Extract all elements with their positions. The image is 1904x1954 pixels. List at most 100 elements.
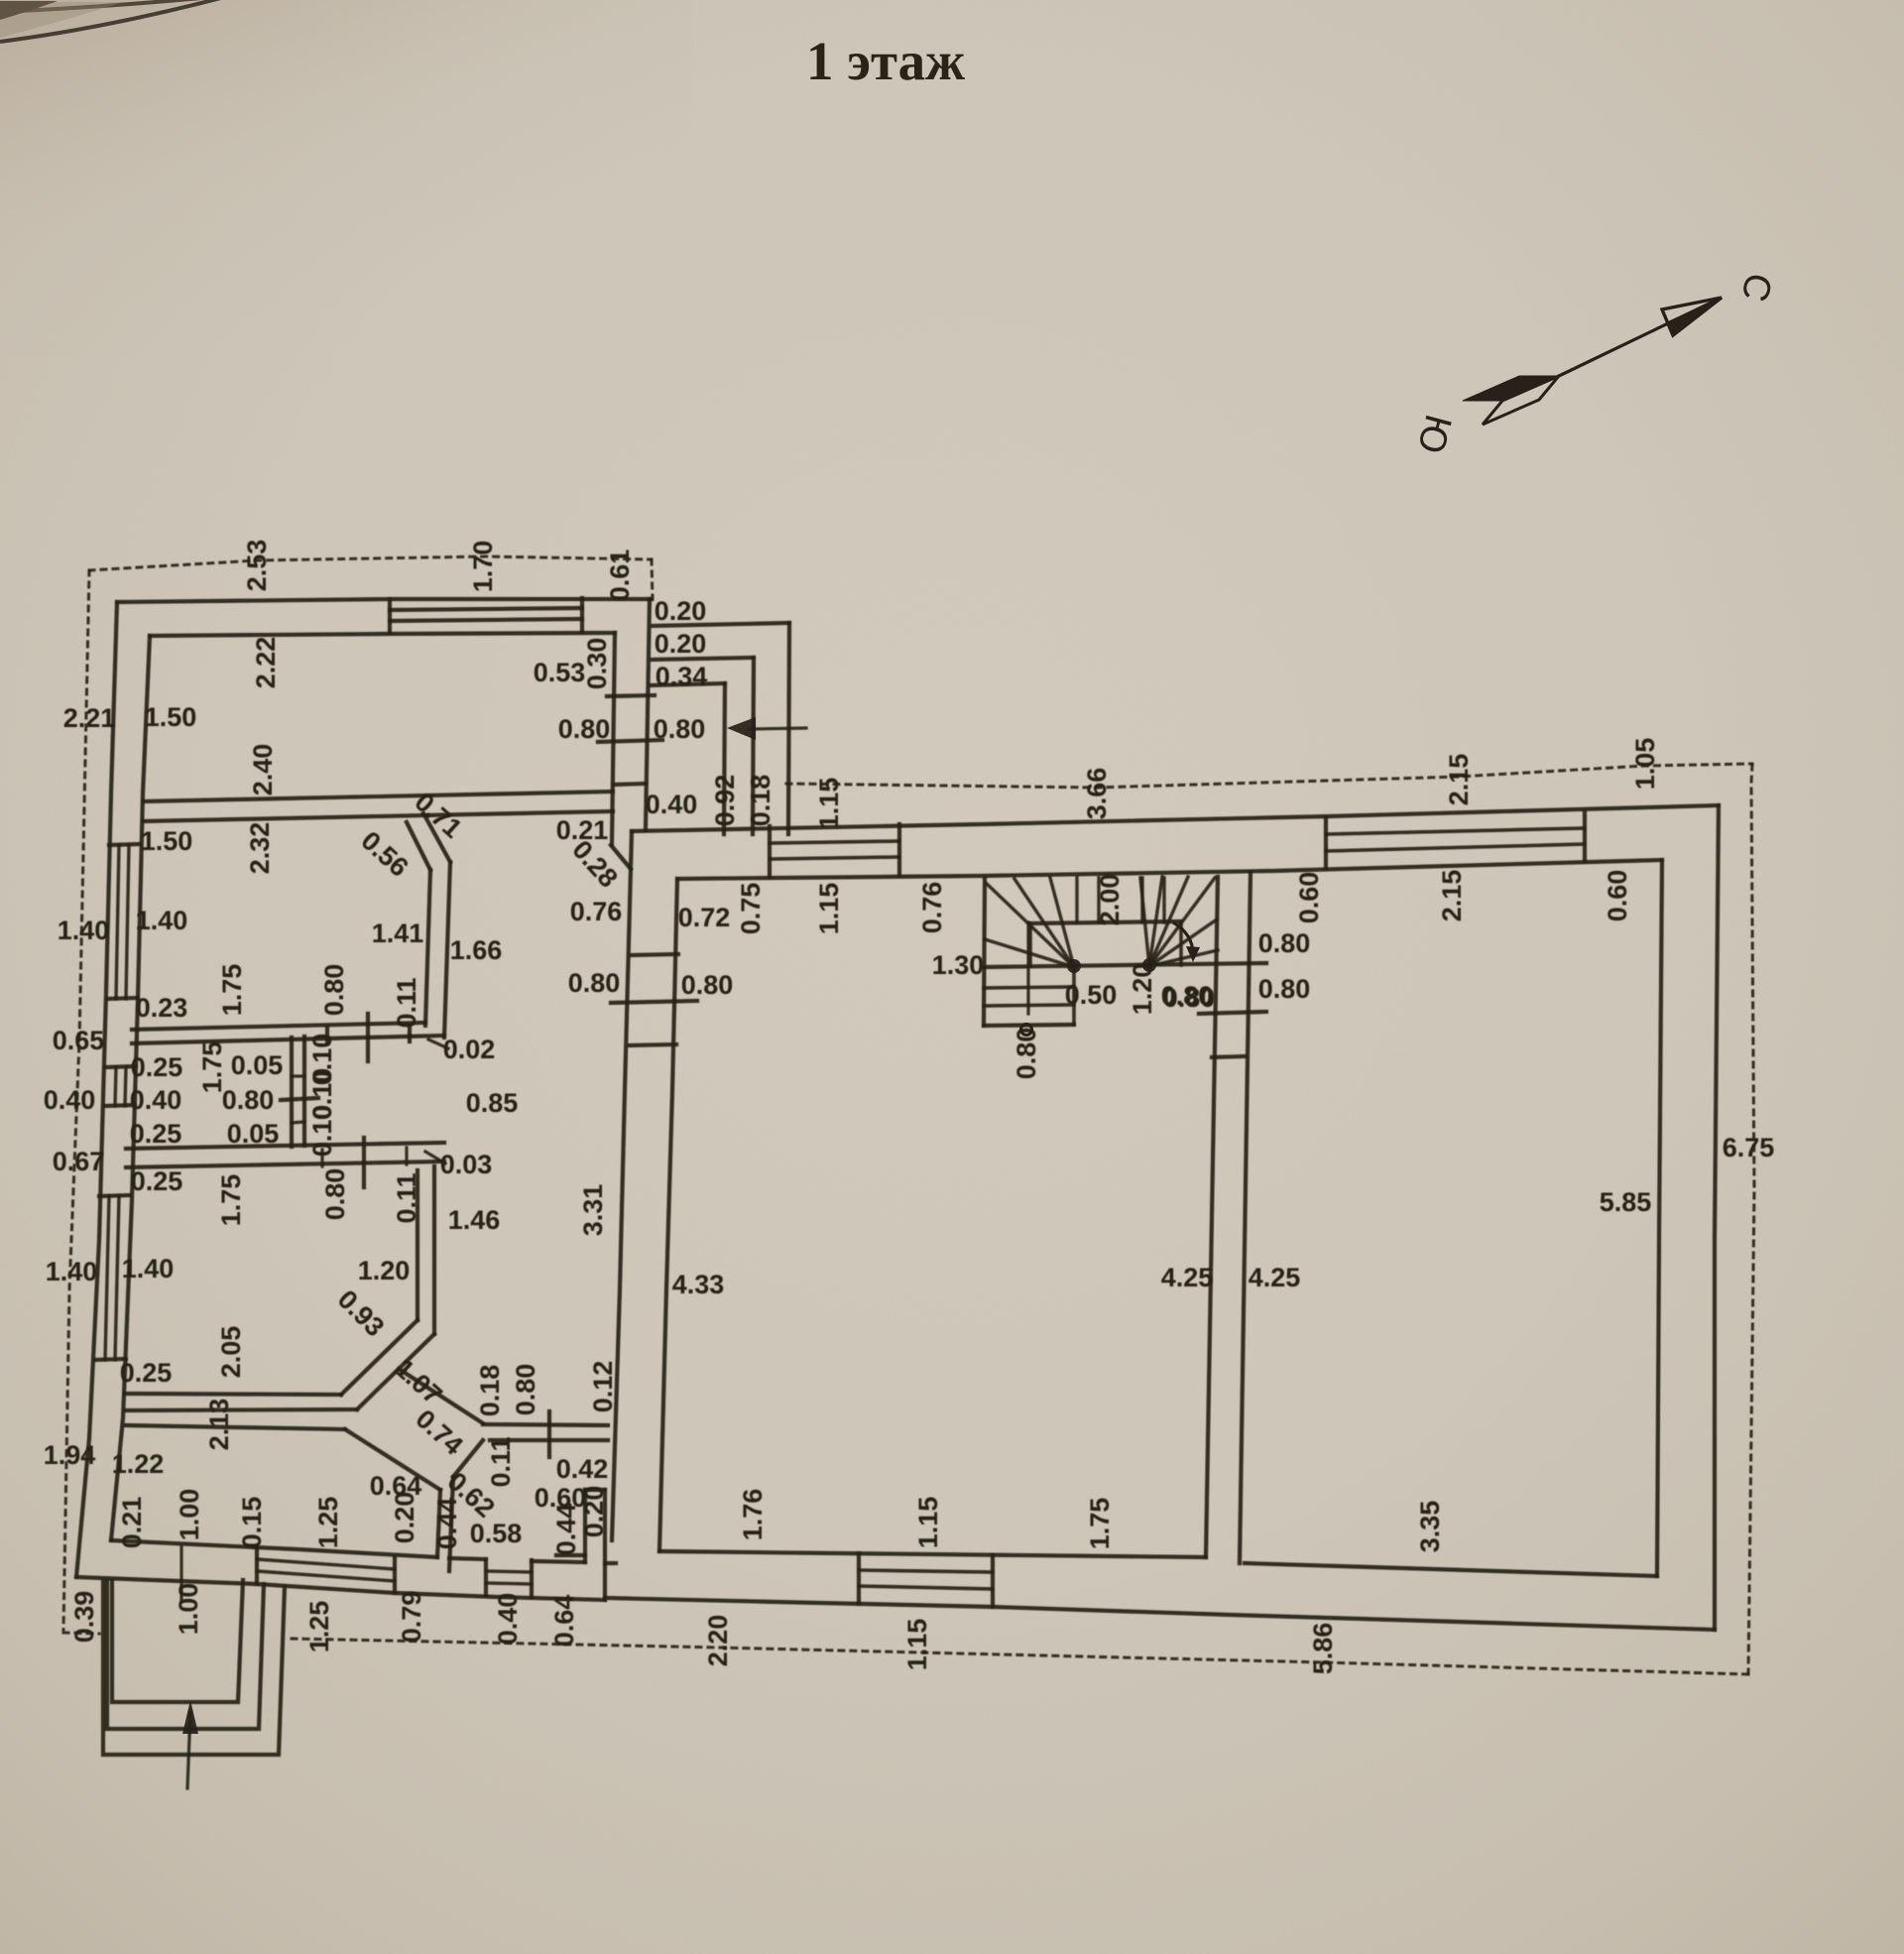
svg-text:1.15: 1.15 — [913, 1497, 943, 1549]
svg-text:0.40: 0.40 — [130, 1085, 182, 1115]
svg-text:2.13: 2.13 — [204, 1399, 234, 1451]
svg-text:0.11: 0.11 — [486, 1436, 516, 1487]
svg-text:2.00: 2.00 — [1095, 874, 1125, 926]
svg-text:0.25: 0.25 — [120, 1358, 173, 1388]
svg-text:0.64: 0.64 — [370, 1471, 422, 1501]
svg-text:0.30: 0.30 — [582, 638, 612, 690]
svg-text:0.92: 0.92 — [710, 775, 740, 827]
svg-text:0.80: 0.80 — [320, 1168, 350, 1221]
svg-text:0.80: 0.80 — [222, 1085, 275, 1115]
svg-text:0.40: 0.40 — [493, 1593, 523, 1646]
svg-text:0.21: 0.21 — [117, 1497, 147, 1549]
svg-text:0.10: 0.10 — [307, 1068, 337, 1121]
svg-text:0.50: 0.50 — [1065, 980, 1118, 1010]
svg-text:0.02: 0.02 — [443, 1035, 496, 1064]
svg-text:1.22: 1.22 — [112, 1449, 165, 1479]
svg-text:0.80: 0.80 — [1161, 981, 1214, 1011]
svg-text:0.60: 0.60 — [535, 1483, 587, 1513]
svg-text:0.80: 0.80 — [1012, 1028, 1041, 1080]
svg-text:0.72: 0.72 — [678, 903, 731, 932]
svg-text:1.75: 1.75 — [197, 1041, 227, 1094]
svg-text:1.40: 1.40 — [136, 906, 188, 935]
svg-text:0.21: 0.21 — [556, 815, 609, 845]
svg-text:0.80: 0.80 — [511, 1364, 540, 1416]
svg-text:0.42: 0.42 — [556, 1454, 609, 1484]
svg-text:3.31: 3.31 — [578, 1184, 608, 1237]
svg-text:2.40: 2.40 — [248, 744, 278, 796]
svg-text:0.11: 0.11 — [392, 1172, 421, 1223]
svg-text:1 этаж: 1 этаж — [806, 31, 965, 91]
svg-text:0.65: 0.65 — [53, 1026, 105, 1055]
svg-text:1.75: 1.75 — [216, 1174, 246, 1227]
svg-text:0.58: 0.58 — [470, 1519, 523, 1548]
svg-text:1.20: 1.20 — [358, 1256, 411, 1285]
svg-text:4.25: 4.25 — [1161, 1263, 1214, 1292]
svg-text:0.75: 0.75 — [736, 883, 766, 935]
svg-text:6.75: 6.75 — [1723, 1133, 1775, 1162]
svg-text:0.80: 0.80 — [1258, 974, 1311, 1004]
svg-text:0.85: 0.85 — [466, 1088, 519, 1118]
svg-text:2.32: 2.32 — [245, 822, 275, 875]
svg-text:4.33: 4.33 — [672, 1270, 725, 1299]
svg-text:1.50: 1.50 — [141, 826, 193, 856]
svg-text:1.75: 1.75 — [1085, 1498, 1115, 1550]
svg-text:1.00: 1.00 — [175, 1489, 204, 1541]
svg-text:1.25: 1.25 — [313, 1497, 343, 1549]
svg-text:0.61: 0.61 — [605, 550, 635, 602]
svg-text:0.12: 0.12 — [588, 1361, 618, 1413]
svg-text:1.75: 1.75 — [217, 964, 247, 1017]
svg-text:1.76: 1.76 — [738, 1489, 768, 1541]
svg-text:0.80: 0.80 — [1258, 928, 1311, 958]
svg-text:0.60: 0.60 — [1294, 872, 1324, 924]
svg-text:0.67: 0.67 — [53, 1147, 105, 1176]
svg-text:1.15: 1.15 — [902, 1619, 932, 1671]
svg-text:0.80: 0.80 — [558, 714, 611, 744]
svg-text:0.23: 0.23 — [136, 993, 188, 1023]
svg-text:1.40: 1.40 — [58, 916, 110, 945]
svg-text:5.85: 5.85 — [1600, 1187, 1652, 1217]
svg-text:1.40: 1.40 — [122, 1254, 175, 1283]
svg-text:0.11: 0.11 — [392, 977, 421, 1028]
svg-text:0.18: 0.18 — [746, 775, 775, 827]
svg-text:2.20: 2.20 — [703, 1615, 733, 1667]
svg-text:1.70: 1.70 — [468, 541, 498, 593]
svg-text:1.30: 1.30 — [932, 950, 985, 980]
svg-text:0.15: 0.15 — [237, 1497, 267, 1549]
svg-text:0.80: 0.80 — [1163, 983, 1216, 1013]
svg-text:2.53: 2.53 — [242, 540, 272, 592]
svg-text:0.80: 0.80 — [319, 964, 349, 1017]
svg-text:0.25: 0.25 — [131, 1166, 183, 1196]
svg-text:3.35: 3.35 — [1415, 1501, 1445, 1553]
svg-text:0.64: 0.64 — [549, 1595, 579, 1648]
svg-text:0.44: 0.44 — [432, 1498, 462, 1550]
svg-text:0.03: 0.03 — [440, 1150, 493, 1179]
svg-text:0.80: 0.80 — [568, 968, 621, 998]
svg-text:1.15: 1.15 — [814, 883, 844, 935]
svg-text:0.10: 0.10 — [307, 1034, 337, 1086]
svg-text:0.80: 0.80 — [654, 714, 706, 744]
svg-text:0.20: 0.20 — [654, 596, 707, 626]
svg-text:0.40: 0.40 — [44, 1085, 96, 1115]
svg-text:2.22: 2.22 — [251, 637, 281, 689]
svg-text:0.18: 0.18 — [475, 1365, 505, 1417]
svg-text:0.80: 0.80 — [681, 970, 734, 1000]
svg-text:0.10: 0.10 — [307, 1105, 337, 1158]
svg-text:1.00: 1.00 — [174, 1583, 203, 1636]
svg-text:1.15: 1.15 — [814, 778, 844, 830]
svg-text:1.40: 1.40 — [46, 1257, 98, 1286]
svg-text:0.25: 0.25 — [130, 1119, 182, 1149]
svg-text:5.86: 5.86 — [1308, 1623, 1338, 1675]
svg-text:0.39: 0.39 — [69, 1591, 99, 1644]
svg-text:2.15: 2.15 — [1444, 754, 1474, 806]
svg-text:1.20: 1.20 — [1128, 963, 1157, 1016]
svg-text:1.66: 1.66 — [450, 935, 503, 965]
svg-text:0.05: 0.05 — [227, 1119, 280, 1149]
svg-text:1.50: 1.50 — [145, 702, 197, 732]
svg-text:0.05: 0.05 — [231, 1050, 284, 1080]
svg-text:2.05: 2.05 — [216, 1326, 246, 1379]
svg-text:3.66: 3.66 — [1082, 768, 1112, 820]
svg-text:1.94: 1.94 — [44, 1440, 96, 1470]
svg-text:1.25: 1.25 — [304, 1601, 334, 1653]
svg-text:0.25: 0.25 — [131, 1052, 183, 1082]
svg-text:0.20: 0.20 — [579, 1486, 609, 1538]
